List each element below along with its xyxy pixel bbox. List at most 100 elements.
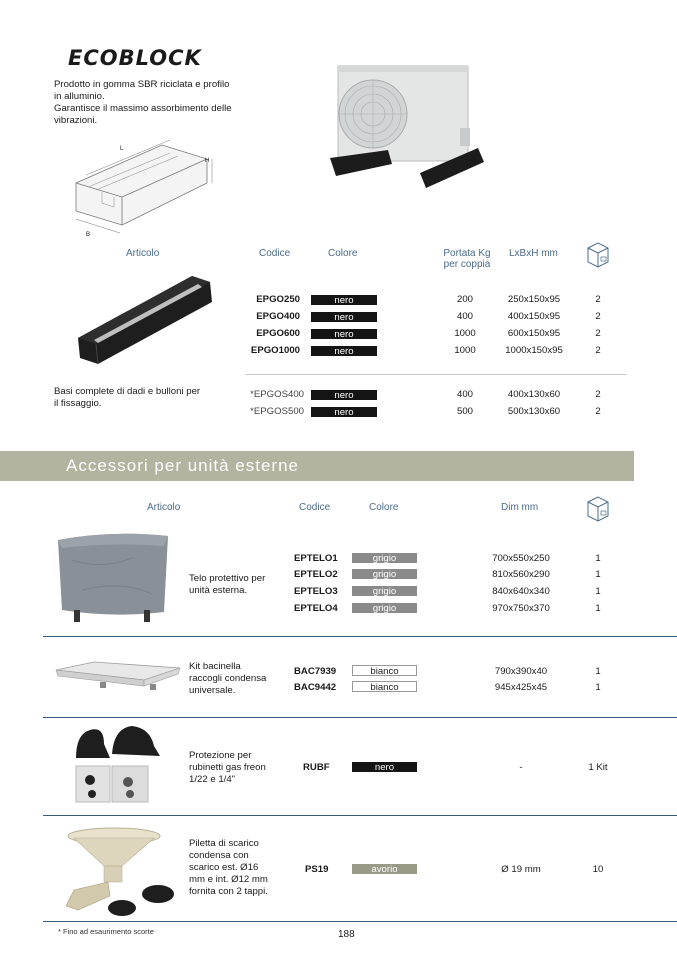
table-row-code: EPGO400 [256,311,300,322]
color-swatch: grigio [352,569,417,580]
table-row-qty: 1 [595,666,601,677]
table-row-qty: 2 [595,311,601,322]
color-swatch: nero [311,295,377,306]
table-row-code: BAC7939 [294,666,337,677]
table-row-dims: 1000x150x95 [505,345,563,356]
row-separator [43,815,677,816]
table-row-code: EPGO600 [256,328,300,339]
ps19-description-line: condensa con [189,850,249,861]
product-description: Prodotto in gomma SBR riciclata e profil… [54,79,264,127]
bacinella-description-line: Kit bacinella [189,661,241,672]
color-swatch: nero [311,407,377,418]
telo-description-line: Telo protettivo per [189,573,266,584]
table-row-qty: 1 [595,603,601,614]
ps19-description: Piletta di scarico condensa con scarico … [189,838,289,898]
color-swatch: grigio [352,586,417,597]
footnote: * Fino ad esaurimento scorte [58,927,154,936]
table-row-qty: 10 [592,864,604,875]
valve-protector-image [75,726,160,803]
fixing-note: Basi complete di dadi e bulloni per il f… [54,386,234,410]
color-swatch: nero [311,346,377,357]
table-row-qty: 1 Kit [588,762,608,773]
table-row-dims: Ø 19 mm [501,864,541,875]
dimension-drawing [75,139,213,234]
ps19-description-line: mm e int. Ø12 mm [189,874,268,885]
ps19-description-line: scarico est. Ø16 [189,862,259,873]
table-row-qty: 1 [595,586,601,597]
col-header-dim: Dim mm [501,502,539,513]
color-swatch: nero [311,329,377,340]
telo-description-line: unità esterna. [189,585,248,596]
table-row-code: EPGO250 [256,294,300,305]
table-row-portata: 400 [456,311,473,322]
description-line: in alluminio. [54,91,105,102]
col-header-codice: Codice [299,502,331,513]
col-header-codice: Codice [259,248,291,259]
table-row-code: RUBF [303,762,330,773]
description-line: Prodotto in gomma SBR riciclata e profil… [54,79,230,90]
drain-fitting-image [65,827,174,916]
page-title: ECOBLOCK [68,46,202,70]
description-line: vibrazioni. [54,115,98,126]
table-row-code: *EPGOS500 [250,406,304,417]
ac-unit-image [330,65,484,188]
rubf-description: Protezione per rubinetti gas freon 1/22 … [189,750,289,786]
description-line: Garantisce il massimo assorbimento delle [54,103,232,114]
table-row-portata: 500 [456,406,473,417]
table-row-dims: 945x425x45 [494,682,548,693]
table-row-qty: 2 [595,406,601,417]
table-row-code: EPTELO4 [294,603,338,614]
col-header-colore: Colore [369,502,399,513]
row-separator [43,921,677,922]
table-row-dims: 840x640x340 [492,586,550,597]
table-row-portata: 400 [456,389,473,400]
ps19-description-line: fornita con 2 tappi. [189,886,268,897]
fixing-note-line: Basi complete di dadi e bulloni per [54,386,201,397]
divider [245,374,627,375]
color-swatch: grigio [352,553,417,564]
ecoblock-image [78,276,212,365]
table-row-code: *EPGOS400 [250,389,304,400]
table-row-dims: 500x130x60 [507,406,561,417]
table-row-code: EPTELO2 [294,569,338,580]
color-swatch: bianco [352,681,417,693]
table-row-portata: 1000 [454,328,476,339]
color-swatch: nero [352,762,417,773]
color-swatch: nero [311,390,377,401]
table-row-dims: 810x560x290 [492,569,550,580]
row-separator [43,717,677,718]
bacinella-description: Kit bacinella raccogli condensa universa… [189,661,289,697]
table-row-code: EPGO1000 [250,345,300,356]
col-header-colore: Colore [328,248,358,259]
section-title: Accessori per unità esterne [66,456,299,475]
table-row-qty: 2 [595,328,601,339]
table-row-qty: 2 [595,345,601,356]
table-row-code: PS19 [305,864,329,875]
color-swatch: nero [311,312,377,323]
section-banner: Accessori per unità esterne [0,451,634,481]
table-row-code: EPTELO1 [294,553,338,564]
table-row-dims: 600x150x95 [507,328,561,339]
table-row-dims: 250x150x95 [507,294,561,305]
bacinella-description-line: universale. [189,685,236,696]
table-row-dims: 790x390x40 [494,666,548,677]
cover-image [58,533,168,622]
table-row-code: EPTELO3 [294,586,338,597]
table-row-dims: - [519,762,523,773]
table-row-dims: 970x750x370 [492,603,550,614]
table-row-qty: 1 [595,682,601,693]
table-row-qty: 1 [595,569,601,580]
col-header-articolo: Articolo [147,502,181,513]
dimension-label-h: H [205,158,210,164]
table-row-portata: 200 [456,294,473,305]
color-swatch: grigio [352,603,417,614]
col-header-articolo: Articolo [126,248,160,259]
dimension-label-l: L [120,146,124,152]
page-number: 188 [338,929,355,940]
table-row-dims: 400x150x95 [507,311,561,322]
ps19-description-line: Piletta di scarico [189,838,259,849]
table-row-qty: 2 [595,294,601,305]
col-header-portata-line: Portata Kg [443,248,491,259]
package-icon [587,242,609,268]
table-row-dims: 700x550x250 [492,553,550,564]
